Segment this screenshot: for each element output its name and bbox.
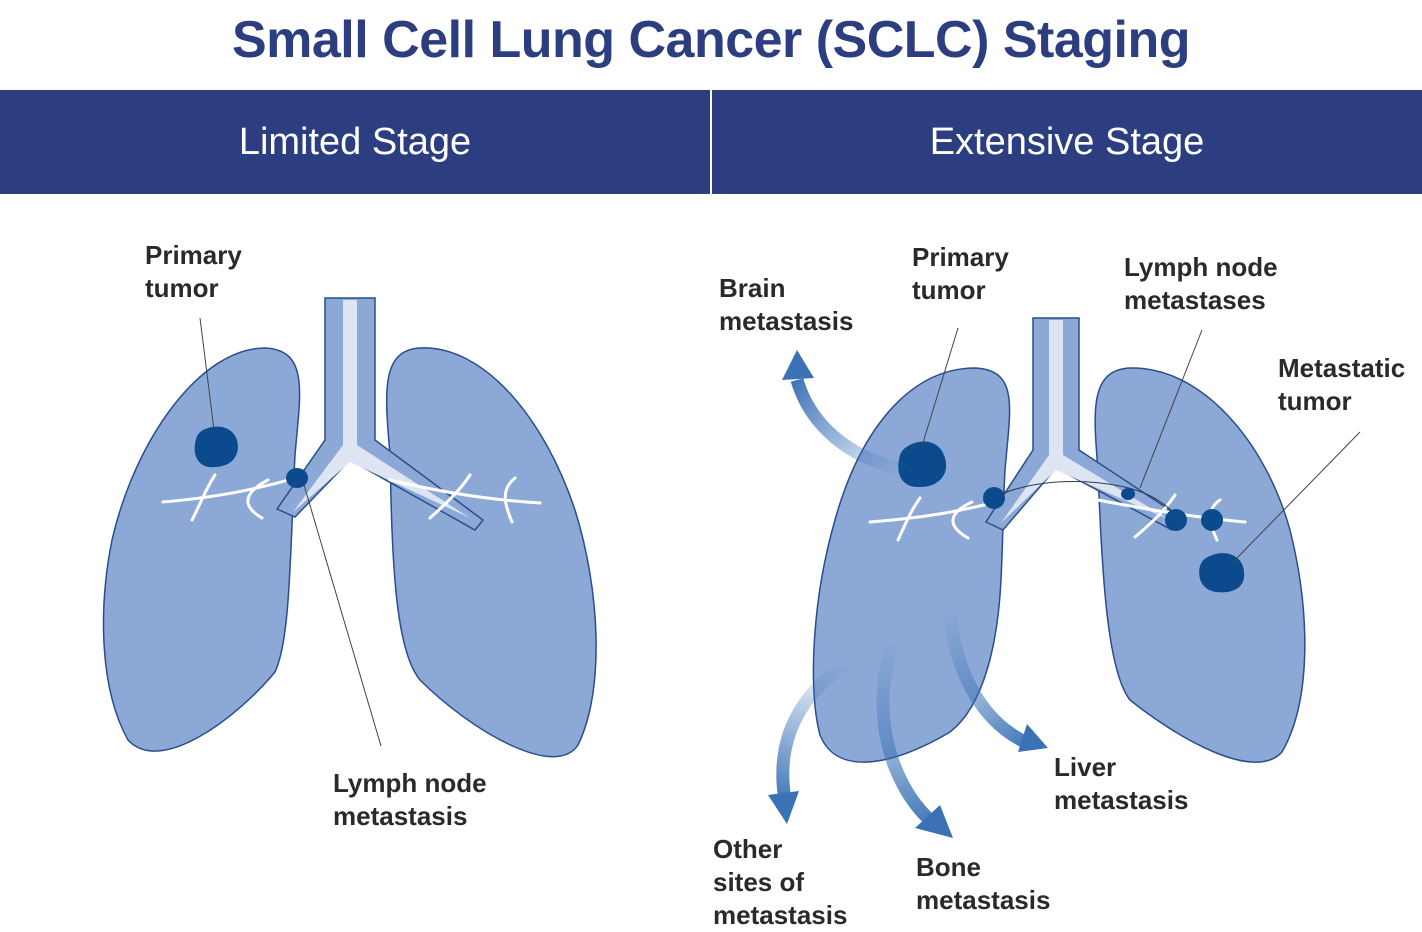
limited-primary-tumor-label: Primary tumor (145, 240, 242, 303)
brain-metastasis-arrow (782, 350, 910, 477)
brain-metastasis-label: Brain metastasis (719, 273, 854, 336)
extensive-primary-tumor-leader (921, 327, 959, 447)
limited-left-lung (385, 347, 597, 758)
extensive-lymph-node-4 (1201, 509, 1223, 531)
metastatic-tumor-label: Metastatic tumor (1278, 353, 1406, 416)
other-sites-metastasis-label: Other sites of metastasis (713, 834, 848, 930)
bone-metastasis-arrow (876, 637, 953, 838)
limited-lymph-node-label: Lymph node metastasis (333, 768, 487, 831)
header-divider (710, 90, 712, 194)
extensive-stage-heading: Extensive Stage (929, 120, 1205, 163)
limited-primary-tumor (194, 426, 238, 468)
extensive-metastatic-tumor-leader (1232, 431, 1361, 563)
bone-metastasis-label: Bone metastasis (916, 852, 1051, 915)
limited-trachea-highlight (293, 300, 470, 518)
extensive-trachea-highlight (1001, 320, 1170, 523)
limited-stage-heading: Limited Stage (238, 120, 472, 163)
other-sites-arrow (768, 659, 849, 824)
extensive-primary-tumor (898, 441, 947, 488)
lymph-node-metastases-label: Lymph node metastases (1124, 252, 1278, 315)
liver-metastasis-label: Liver metastasis (1054, 752, 1189, 815)
stage-header-bar: Limited Stage Extensive Stage (0, 90, 1422, 194)
limited-primary-tumor-leader (199, 317, 215, 431)
limited-lymph-node (286, 468, 308, 488)
extensive-primary-tumor-label: Primary tumor (912, 242, 1009, 305)
extensive-lymph-node-1 (983, 487, 1005, 509)
liver-metastasis-arrow (943, 611, 1048, 752)
limited-lymph-node-leader (303, 484, 382, 747)
extensive-lymphatic-line (994, 481, 1179, 519)
extensive-metastatic-tumor (1199, 553, 1245, 593)
extensive-stage-lungs (768, 317, 1361, 838)
diagram-title: Small Cell Lung Cancer (SCLC) Staging (231, 11, 1191, 69)
extensive-lymph-nodes-leader (1139, 329, 1203, 489)
extensive-lymph-node-3 (1165, 509, 1187, 531)
limited-stage-lungs (102, 297, 597, 758)
limited-right-lung (102, 347, 301, 752)
limited-bronchi (161, 473, 542, 524)
lung-diagrams (102, 297, 1361, 838)
extensive-left-lung (1094, 367, 1306, 763)
extensive-lymph-node-2 (1121, 488, 1135, 500)
